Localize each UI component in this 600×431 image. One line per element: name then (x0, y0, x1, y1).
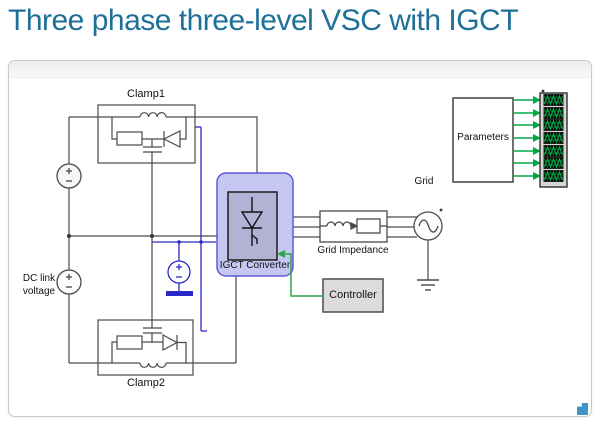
dc-wires (68, 112, 258, 368)
dc-link-voltage-label: DC link voltage (9, 272, 69, 298)
grid-impedance-block[interactable] (319, 210, 388, 243)
parameters-block[interactable] (452, 97, 514, 183)
clamp1-label: Clamp1 (127, 88, 165, 100)
scope-display-block[interactable] (539, 92, 568, 188)
neutral-voltage-source[interactable] (167, 260, 191, 284)
open-model-icon[interactable] (577, 403, 588, 415)
clamp1-block[interactable] (97, 104, 196, 164)
controller-block[interactable] (322, 278, 384, 313)
igct-converter-label: IGCT Converter (219, 260, 291, 271)
grid-impedance-label: Grid Impedance (317, 245, 389, 256)
grid-source[interactable] (413, 211, 443, 241)
upper-dc-source[interactable] (56, 163, 82, 189)
panel-header (9, 61, 591, 78)
clamp1-diode (162, 130, 181, 148)
clamp2-diode (162, 333, 179, 352)
igct-thyristor-symbol (240, 197, 264, 246)
clamp2-block[interactable] (97, 319, 194, 376)
blue-wires (152, 126, 216, 332)
dc-link-voltage-source[interactable] (56, 269, 82, 295)
dc-link-voltage-label-line1: DC link (22, 273, 56, 284)
clamp2-label: Clamp2 (127, 377, 165, 389)
blue-ground-symbol (166, 240, 203, 296)
igct-converter-block[interactable] (216, 172, 294, 277)
signal-arrows (512, 95, 542, 181)
dc-link-voltage-label-line2: voltage (22, 286, 56, 297)
control-signal-wire (277, 250, 323, 297)
parameters-label: Parameters (457, 132, 509, 143)
ground-symbol (417, 279, 439, 291)
page-title: Three phase three-level VSC with IGCT (8, 4, 519, 37)
grid-label: Grid (414, 176, 434, 187)
controller-label: Controller (329, 289, 377, 301)
